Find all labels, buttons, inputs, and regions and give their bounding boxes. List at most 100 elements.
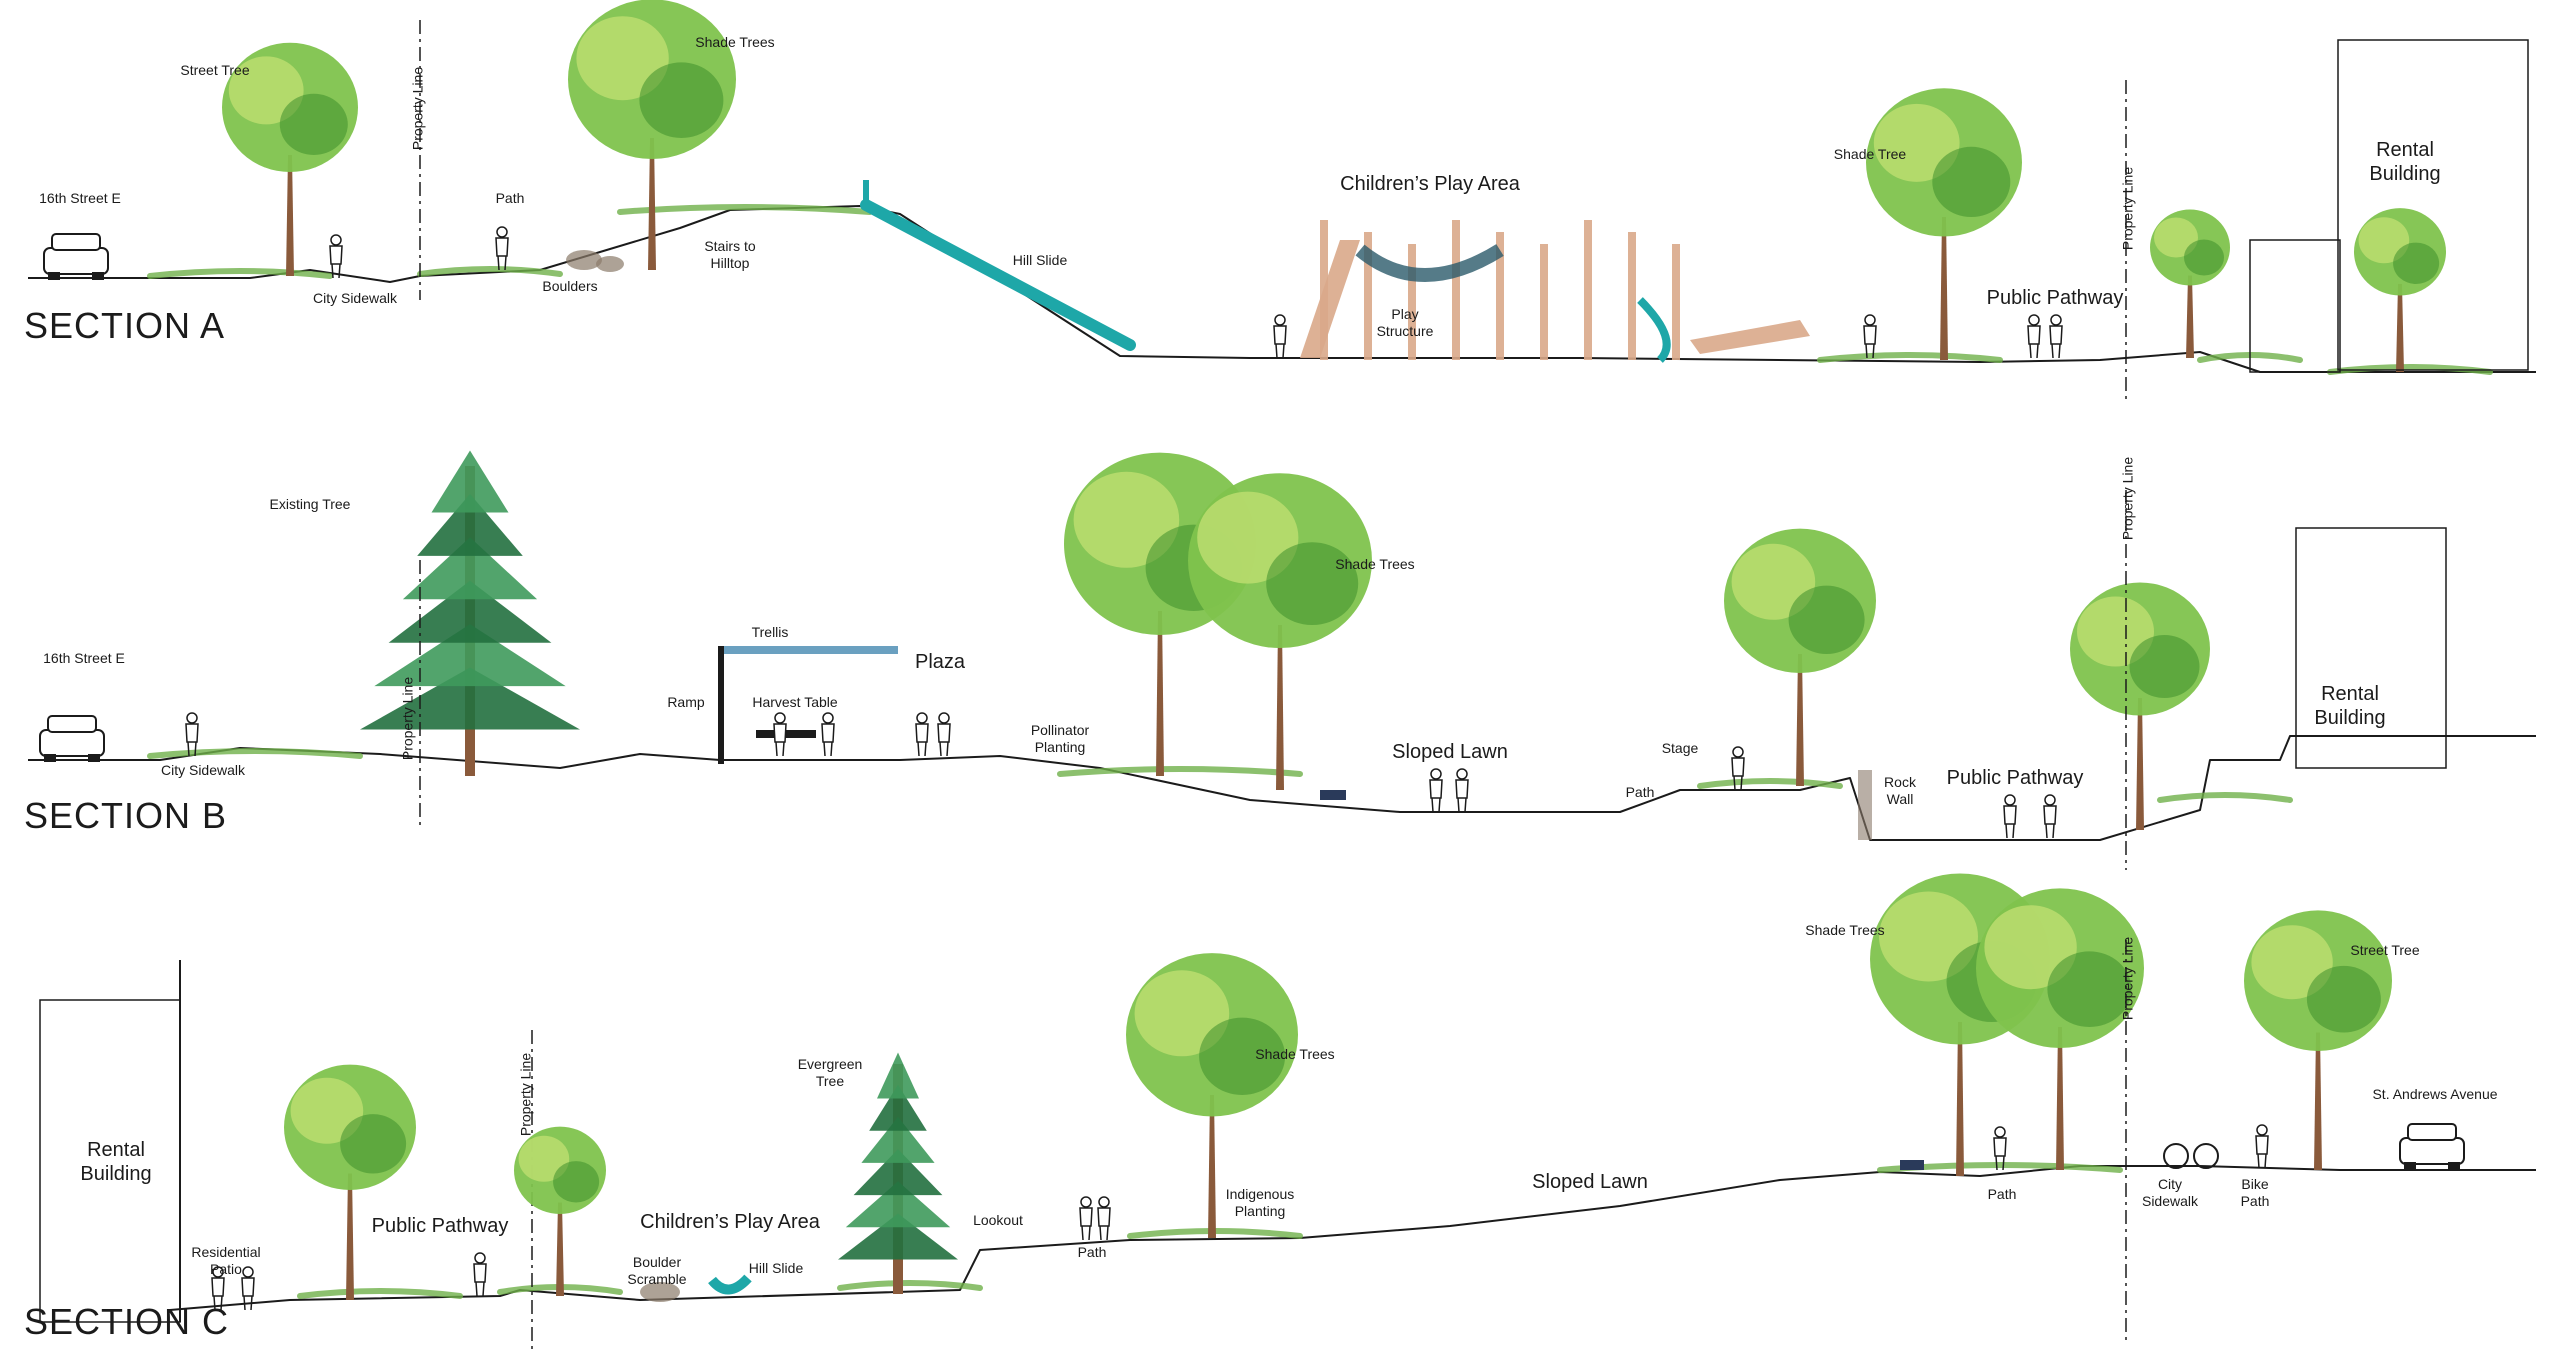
person-body [241, 1277, 255, 1311]
adult-with-stroller [2044, 794, 2056, 806]
label-16th-street: 16th Street E [39, 190, 121, 206]
label-rental-building: Rental Building [2314, 683, 2386, 729]
car-wheel [88, 754, 100, 762]
label-16th-street: 16th Street E [43, 650, 125, 666]
conifer-tier [853, 1149, 943, 1196]
person-at-table [774, 712, 786, 724]
conifer-tier [417, 493, 523, 556]
cyclist-wheel [2193, 1143, 2219, 1169]
visitor [1080, 1196, 1092, 1208]
label-public-pathway: Public Pathway [1986, 287, 2124, 309]
tree-trunk [2314, 1032, 2322, 1170]
grass-strip [1817, 352, 2003, 363]
plaza-visitor [938, 712, 950, 724]
tree-trunk [2136, 698, 2144, 830]
bench [1320, 790, 1346, 800]
label-st-andrews-avenue: St. Andrews Avenue [2372, 1086, 2498, 1102]
tree-highlight [2251, 925, 2333, 1000]
performer-on-stage [1732, 746, 1744, 758]
conifer-tier [869, 1084, 927, 1131]
person-body [2027, 325, 2041, 359]
person-body [211, 1277, 225, 1311]
label-shade-tree: Shade Tree [1833, 146, 1907, 162]
label-path-2: Path [1987, 1186, 2017, 1202]
boulder [640, 1282, 680, 1302]
adult-walking [2050, 314, 2062, 326]
person-body [937, 723, 951, 757]
tree-highlight [1731, 543, 1816, 620]
label-street-tree: Street Tree [180, 62, 250, 78]
tree-shadow [340, 1114, 407, 1174]
hill-slide-c [708, 1274, 752, 1295]
car-cabin [2407, 1123, 2457, 1141]
tree-highlight [1073, 471, 1180, 568]
tree-trunk [286, 155, 294, 276]
label-property-line-2: Property Line [2119, 166, 2136, 251]
tree-trunk [648, 138, 656, 270]
section-a-title: SECTION A [24, 305, 226, 346]
car-wheel [2448, 1162, 2460, 1170]
pedestrian [186, 712, 198, 724]
pedestrian [496, 226, 508, 238]
conifer-tier [845, 1181, 951, 1228]
person-body [1731, 757, 1745, 791]
person-body [495, 237, 509, 271]
grass-strip [837, 1280, 983, 1291]
label-stairs: Stairs to Hilltop [704, 238, 756, 271]
tree-highlight [228, 56, 304, 125]
trellis-post [718, 646, 724, 764]
bench [1900, 1160, 1924, 1170]
tree-shadow [279, 93, 348, 155]
child-climber [1274, 314, 1286, 326]
tree-shadow [1932, 146, 2011, 217]
tree-shadow [2129, 635, 2200, 698]
parent-with-stroller [1864, 314, 1876, 326]
play-post [1364, 232, 1372, 360]
label-public-pathway: Public Pathway [371, 1215, 509, 1237]
label-city-sidewalk: City Sidewalk [160, 762, 246, 778]
conifer-tier [877, 1052, 919, 1099]
section-c: SECTION C Rental Building Residential Pa… [0, 880, 2560, 1365]
play-post [1540, 244, 1548, 360]
boulder [596, 256, 624, 272]
label-rental-building: Rental Building [80, 1139, 152, 1185]
label-shade-trees: Shade Trees [1335, 556, 1415, 572]
label-path-1: Path [1077, 1244, 1107, 1260]
person-body [915, 723, 929, 757]
car-wheel [48, 272, 60, 280]
tree-trunk [2056, 1027, 2064, 1170]
tree-highlight [518, 1135, 570, 1182]
person-body [1455, 779, 1469, 813]
section-b: SECTION B 16th Street E Existing Tree Pr… [0, 420, 2560, 880]
tree-shadow [1199, 1017, 1286, 1095]
label-path: Path [495, 190, 525, 206]
tree-shadow [2184, 239, 2224, 276]
play-ramp [1300, 240, 1360, 358]
label-rental-building: Rental Building [2369, 139, 2441, 185]
tree-trunk [2186, 275, 2194, 358]
label-property-line-2: Property Line [2119, 936, 2136, 1021]
section-a: SECTION A 16th Street E Street Tree Prop… [0, 0, 2560, 420]
tree-highlight [1197, 491, 1299, 584]
path-walker [1994, 1126, 2006, 1138]
grass-strip [147, 268, 333, 279]
section-b-title: SECTION B [24, 795, 228, 836]
label-shade-trees-1: Shade Trees [1255, 1046, 1335, 1062]
person-body [185, 723, 199, 757]
tree-highlight [576, 16, 669, 101]
visitor [1098, 1196, 1110, 1208]
tree-trunk [1940, 217, 1948, 360]
label-property-line-1: Property Line [517, 1052, 534, 1137]
label-residential-patio: Residential Patio [191, 1244, 261, 1277]
person-body [1097, 1207, 1111, 1241]
tree-highlight [1134, 970, 1230, 1057]
play-net-bridge [1355, 244, 1504, 282]
child [2028, 314, 2040, 326]
boulder [566, 250, 602, 270]
tree-highlight [1879, 891, 1978, 982]
tree-shadow [2393, 242, 2440, 284]
label-childrens-play-area: Children’s Play Area [640, 1211, 820, 1233]
label-play-structure: Play Structure [1376, 306, 1434, 339]
tree-shadow [1266, 542, 1359, 625]
label-rock-wall: Rock Wall [1884, 774, 1916, 807]
